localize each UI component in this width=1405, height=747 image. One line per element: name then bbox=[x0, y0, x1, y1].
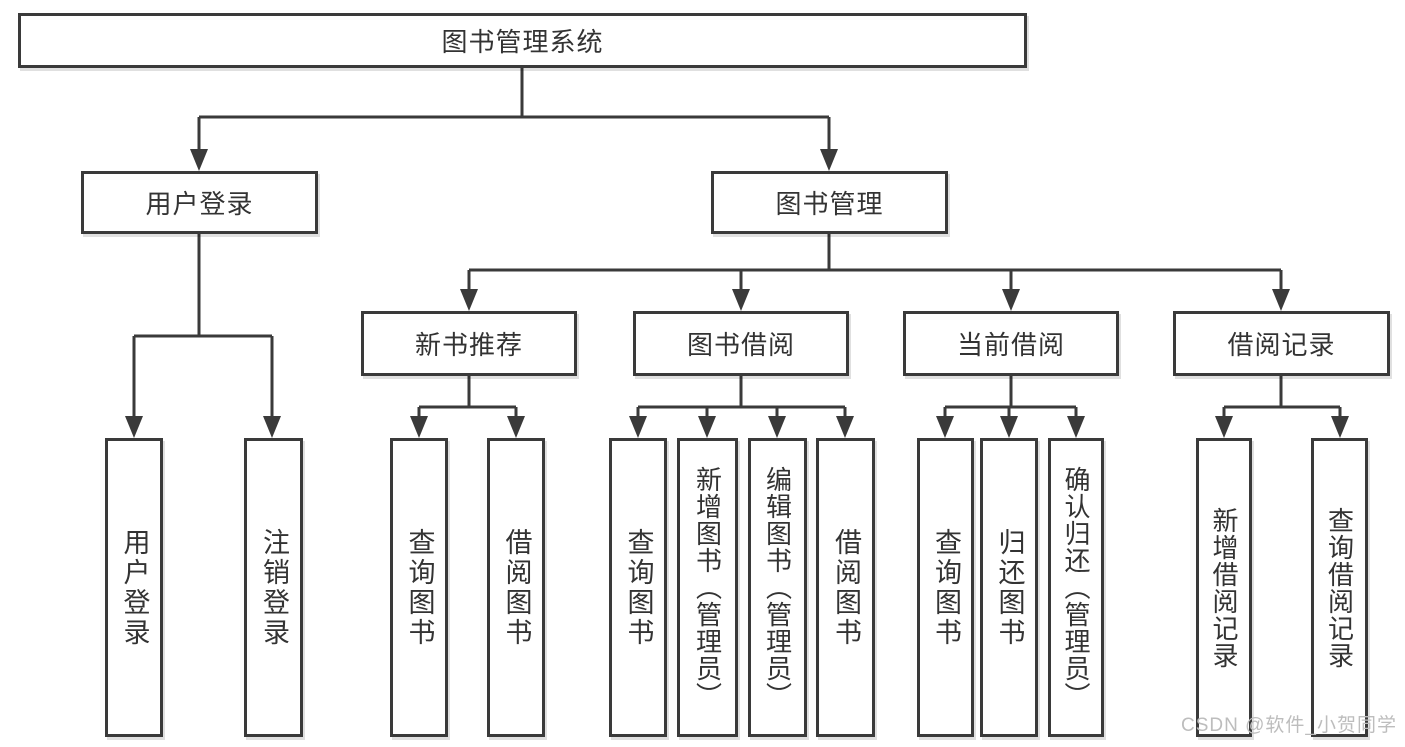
node-new-book-recommend-label: 新书推荐 bbox=[414, 330, 523, 360]
leaf-bookborrow-add-book-admin: 新增图书（管理员） bbox=[677, 438, 738, 737]
leaf-logout-label: 注销登录 bbox=[259, 527, 289, 648]
leaf-bookborrow-query-books: 查询图书 bbox=[609, 438, 667, 737]
node-book-borrow-label: 图书借阅 bbox=[686, 330, 795, 360]
node-book-management: 图书管理 bbox=[711, 171, 948, 234]
leaf-newbook-borrow-books: 借阅图书 bbox=[487, 438, 545, 737]
leaf-current-confirm-return-admin-label: 确认归还（管理员） bbox=[1061, 466, 1091, 709]
watermark-text: CSDN @软件_小贺同学 bbox=[1181, 715, 1397, 736]
leaf-newbook-query-books: 查询图书 bbox=[390, 438, 448, 737]
leaf-current-confirm-return-admin: 确认归还（管理员） bbox=[1048, 438, 1104, 737]
leaf-newbook-borrow-books-label: 借阅图书 bbox=[501, 527, 532, 648]
node-user-login: 用户登录 bbox=[81, 171, 318, 234]
leaf-records-query-record: 查询借阅记录 bbox=[1311, 438, 1368, 737]
node-root: 图书管理系统 bbox=[18, 13, 1027, 68]
leaf-bookborrow-edit-book-admin: 编辑图书（管理员） bbox=[748, 438, 807, 737]
leaf-current-query-books: 查询图书 bbox=[917, 438, 974, 737]
leaf-bookborrow-edit-book-admin-label: 编辑图书（管理员） bbox=[762, 466, 793, 709]
leaf-current-return-books: 归还图书 bbox=[980, 438, 1038, 737]
leaf-logout: 注销登录 bbox=[244, 438, 303, 737]
node-book-borrow: 图书借阅 bbox=[633, 311, 849, 376]
leaf-user-login-label: 用户登录 bbox=[119, 527, 150, 648]
leaf-user-login: 用户登录 bbox=[105, 438, 163, 737]
node-borrow-records: 借阅记录 bbox=[1173, 311, 1390, 376]
node-new-book-recommend: 新书推荐 bbox=[361, 311, 577, 376]
node-user-login-label: 用户登录 bbox=[145, 189, 254, 219]
leaf-bookborrow-query-books-label: 查询图书 bbox=[623, 527, 654, 648]
arrowheads bbox=[125, 149, 1349, 438]
node-book-management-label: 图书管理 bbox=[775, 189, 884, 219]
leaf-current-return-books-label: 归还图书 bbox=[994, 527, 1025, 648]
node-borrow-records-label: 借阅记录 bbox=[1227, 330, 1336, 360]
leaf-current-query-books-label: 查询图书 bbox=[931, 527, 961, 648]
leaf-bookborrow-add-book-admin-label: 新增图书（管理员） bbox=[692, 466, 723, 709]
node-current-borrow-label: 当前借阅 bbox=[956, 330, 1065, 360]
leaf-records-add-record-label: 新增借阅记录 bbox=[1209, 506, 1239, 669]
node-current-borrow: 当前借阅 bbox=[903, 311, 1119, 376]
leaf-records-add-record: 新增借阅记录 bbox=[1196, 438, 1252, 737]
leaf-bookborrow-borrow-books-label: 借阅图书 bbox=[831, 527, 861, 648]
leaf-records-query-record-label: 查询借阅记录 bbox=[1324, 506, 1355, 669]
leaf-bookborrow-borrow-books: 借阅图书 bbox=[816, 438, 875, 737]
node-root-label: 图书管理系统 bbox=[441, 27, 604, 57]
leaf-newbook-query-books-label: 查询图书 bbox=[404, 527, 435, 648]
